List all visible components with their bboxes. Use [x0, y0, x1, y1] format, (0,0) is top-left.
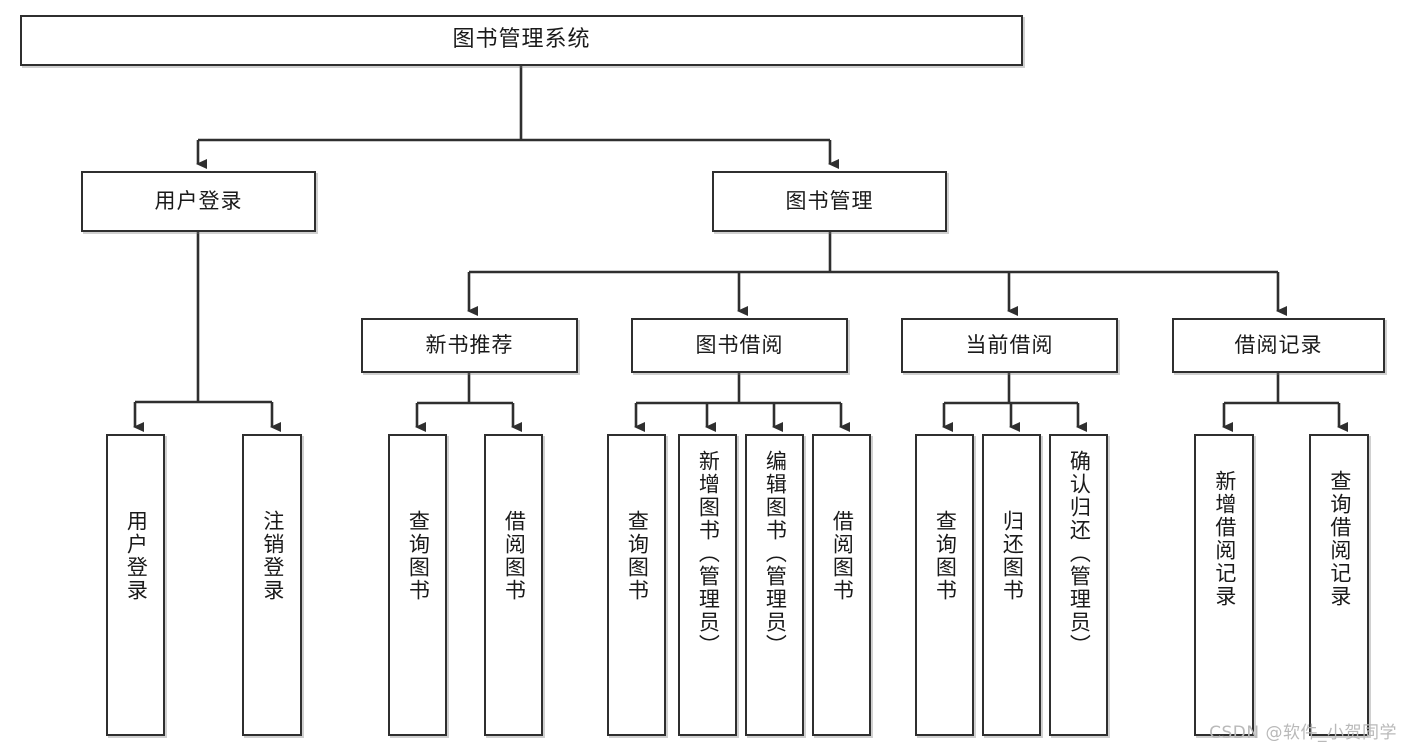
node-book-management[interactable]: 图书管理 — [712, 171, 947, 232]
node-borrow-records[interactable]: 借阅记录 — [1172, 318, 1385, 373]
leaf-label: 用户登录 — [124, 510, 149, 602]
leaf-lend-book[interactable]: 借阅图书 — [812, 434, 871, 736]
leaf-label: 借阅图书 — [830, 510, 855, 602]
leaf-label: 新增借阅记录 — [1212, 470, 1237, 608]
leaf-add-borrow-record[interactable]: 新增借阅记录 — [1194, 434, 1254, 736]
leaf-return-book[interactable]: 归还图书 — [982, 434, 1041, 736]
leaf-label: 借阅图书 — [502, 510, 527, 602]
leaf-label: 确认归还（管理员） — [1067, 450, 1092, 657]
leaf-query-books-current[interactable]: 查询图书 — [915, 434, 974, 736]
leaf-label: 新增图书（管理员） — [696, 450, 721, 657]
leaf-borrow-books-recommend[interactable]: 借阅图书 — [484, 434, 543, 736]
leaf-user-login[interactable]: 用户登录 — [106, 434, 165, 736]
leaf-add-book-admin[interactable]: 新增图书（管理员） — [678, 434, 737, 736]
leaf-label: 查询图书 — [933, 510, 958, 602]
leaf-label: 归还图书 — [1000, 510, 1025, 602]
leaf-logout[interactable]: 注销登录 — [242, 434, 302, 736]
leaf-edit-book-admin[interactable]: 编辑图书（管理员） — [745, 434, 804, 736]
node-book-borrow[interactable]: 图书借阅 — [631, 318, 848, 373]
leaf-confirm-return-admin[interactable]: 确认归还（管理员） — [1049, 434, 1108, 736]
leaf-label: 查询借阅记录 — [1327, 470, 1352, 608]
leaf-query-borrow-record[interactable]: 查询借阅记录 — [1309, 434, 1369, 736]
node-new-book-recommend[interactable]: 新书推荐 — [361, 318, 578, 373]
node-user-login[interactable]: 用户登录 — [81, 171, 316, 232]
leaf-label: 查询图书 — [406, 510, 431, 602]
leaf-query-books-recommend[interactable]: 查询图书 — [388, 434, 447, 736]
watermark: CSDN @软件_小贺同学 — [1209, 723, 1397, 743]
node-root-system[interactable]: 图书管理系统 — [20, 15, 1023, 66]
leaf-label: 查询图书 — [625, 510, 650, 602]
leaf-label: 编辑图书（管理员） — [763, 450, 788, 657]
leaf-label: 注销登录 — [260, 510, 285, 602]
node-current-borrow[interactable]: 当前借阅 — [901, 318, 1118, 373]
leaf-query-books-borrow[interactable]: 查询图书 — [607, 434, 666, 736]
